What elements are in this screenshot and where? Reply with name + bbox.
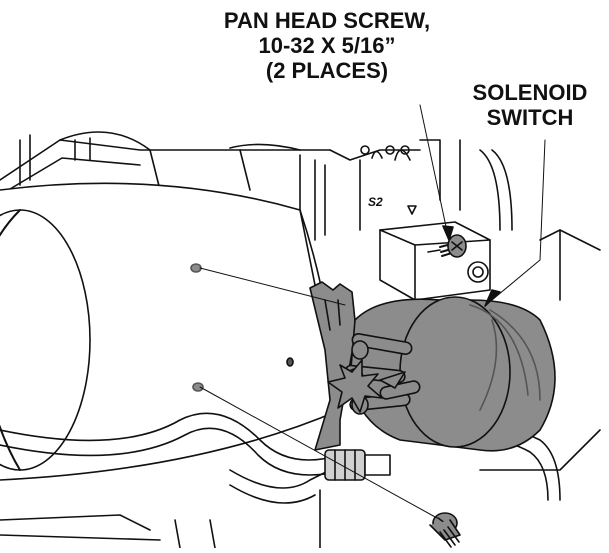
solenoid-switch	[327, 296, 556, 452]
solenoid-switch-callout: SOLENOID SWITCH	[452, 80, 608, 130]
s2-label: S2	[368, 195, 383, 209]
screw-callout-line-2: 10-32 X 5/16”	[258, 33, 396, 58]
pan-head-screw-upper	[439, 234, 467, 258]
screw-callout-line-1: PAN HEAD SCREW,	[223, 8, 431, 33]
solenoid-arrowhead	[484, 289, 501, 307]
motor-cylinder	[0, 182, 341, 481]
solenoid-callout-line-2: SWITCH	[486, 105, 574, 130]
s2-marking	[407, 205, 417, 215]
screw-arrowhead	[442, 225, 454, 241]
pan-head-screw-callout: PAN HEAD SCREW, 10-32 X 5/16” (2 PLACES)	[196, 8, 458, 83]
terminal-block	[379, 221, 491, 301]
pan-head-screw-lower	[429, 512, 461, 548]
tube-fitting	[324, 449, 391, 481]
tubing	[0, 412, 601, 548]
background-frame	[0, 131, 601, 301]
screw-callout-line-3: (2 PLACES)	[265, 58, 389, 83]
solenoid-callout-line-1: SOLENOID	[472, 80, 588, 105]
